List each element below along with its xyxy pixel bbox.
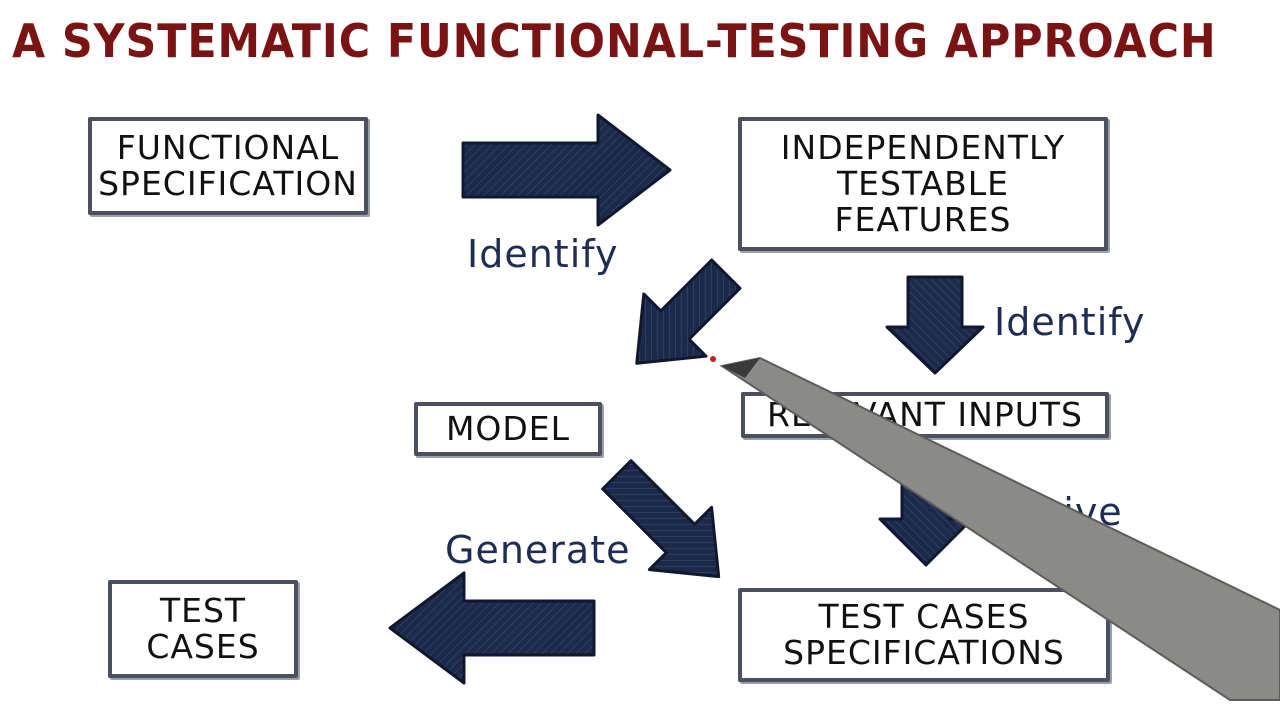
functional-specification-box: FUNCTIONAL SPECIFICATION (88, 117, 368, 215)
test-cases-box: TEST CASES (108, 580, 298, 678)
independently-testable-features-text: INDEPENDENTLY TESTABLE FEATURES (780, 128, 1066, 239)
arrow-features-to-model (635, 258, 742, 365)
pen-icon (710, 356, 1280, 701)
arrow-model-to-specifications (601, 459, 721, 579)
diagram-title: A SYSTEMATIC FUNCTIONAL-TESTING APPROACH (12, 14, 1217, 68)
identify-features-label: Identify (467, 232, 619, 276)
functional-specification-text: FUNCTIONAL SPECIFICATION (98, 128, 358, 203)
model-box: MODEL (414, 402, 602, 456)
model-text: MODEL (445, 409, 571, 448)
generate-label: Generate (445, 528, 631, 572)
arrow-spec-to-features (461, 113, 672, 227)
arrow-specifications-to-test-cases (388, 571, 596, 685)
independently-testable-features-box: INDEPENDENTLY TESTABLE FEATURES (738, 117, 1108, 251)
test-cases-specifications-box: TEST CASES SPECIFICATIONS (738, 588, 1110, 682)
arrow-features-to-inputs (885, 275, 985, 375)
test-cases-specifications-text: TEST CASES SPECIFICATIONS (783, 597, 1065, 672)
identify-inputs-label: Identify (994, 300, 1146, 344)
test-cases-text: TEST CASES (146, 591, 260, 666)
